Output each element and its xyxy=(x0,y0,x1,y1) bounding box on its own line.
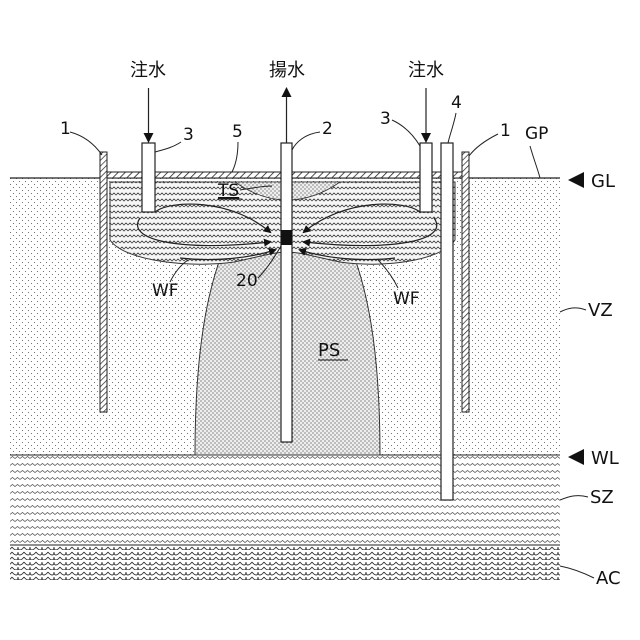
gp-leader xyxy=(530,146,540,178)
pumping-well xyxy=(281,143,292,442)
pipe-left-number: 3 xyxy=(183,125,194,145)
well-leader xyxy=(292,132,320,150)
wf-label-left: WF xyxy=(152,281,179,301)
saturated-zone xyxy=(10,455,560,545)
pipe-right-leader xyxy=(392,120,420,146)
wall-left-leader xyxy=(70,132,102,155)
wall-right-number: 1 xyxy=(500,121,511,141)
gp-label: GP xyxy=(525,124,548,144)
ac-leader xyxy=(560,566,594,578)
well-number: 2 xyxy=(322,119,333,139)
monitoring-pipe xyxy=(441,143,453,500)
ps-label: PS xyxy=(318,340,340,361)
vz-label: VZ xyxy=(588,300,613,321)
ts-label: TS xyxy=(217,181,239,201)
pipe-right-number: 3 xyxy=(380,109,391,129)
sheet-pile-wall-left xyxy=(100,152,107,412)
inject-label-right: 注水 xyxy=(408,60,444,81)
sheet-pile-wall-right xyxy=(462,152,469,412)
wf-label-right: WF xyxy=(393,289,420,309)
injection-pipe-left xyxy=(142,143,155,212)
wl-marker-icon xyxy=(568,449,584,465)
injection-pipe-right xyxy=(420,143,432,212)
sensor-block xyxy=(281,230,292,245)
inject-label-left: 注水 xyxy=(130,60,166,81)
pipe-left-leader xyxy=(155,142,181,152)
sz-label: SZ xyxy=(590,487,614,508)
gl-marker-icon xyxy=(568,172,584,188)
sz-leader xyxy=(560,496,588,500)
cover-leader xyxy=(232,142,238,172)
wall-right-leader xyxy=(469,134,498,156)
gl-label: GL xyxy=(591,171,615,192)
sensor-number: 20 xyxy=(236,271,258,291)
aquitard-layer xyxy=(10,545,560,580)
ac-label: AC xyxy=(596,568,621,589)
cover-number: 5 xyxy=(232,122,243,142)
monitor-number: 4 xyxy=(451,93,462,113)
pump-label: 揚水 xyxy=(269,60,305,81)
wall-left-number: 1 xyxy=(60,119,71,139)
wl-label: WL xyxy=(591,448,619,469)
vz-leader xyxy=(560,308,586,312)
monitor-leader xyxy=(448,113,456,143)
